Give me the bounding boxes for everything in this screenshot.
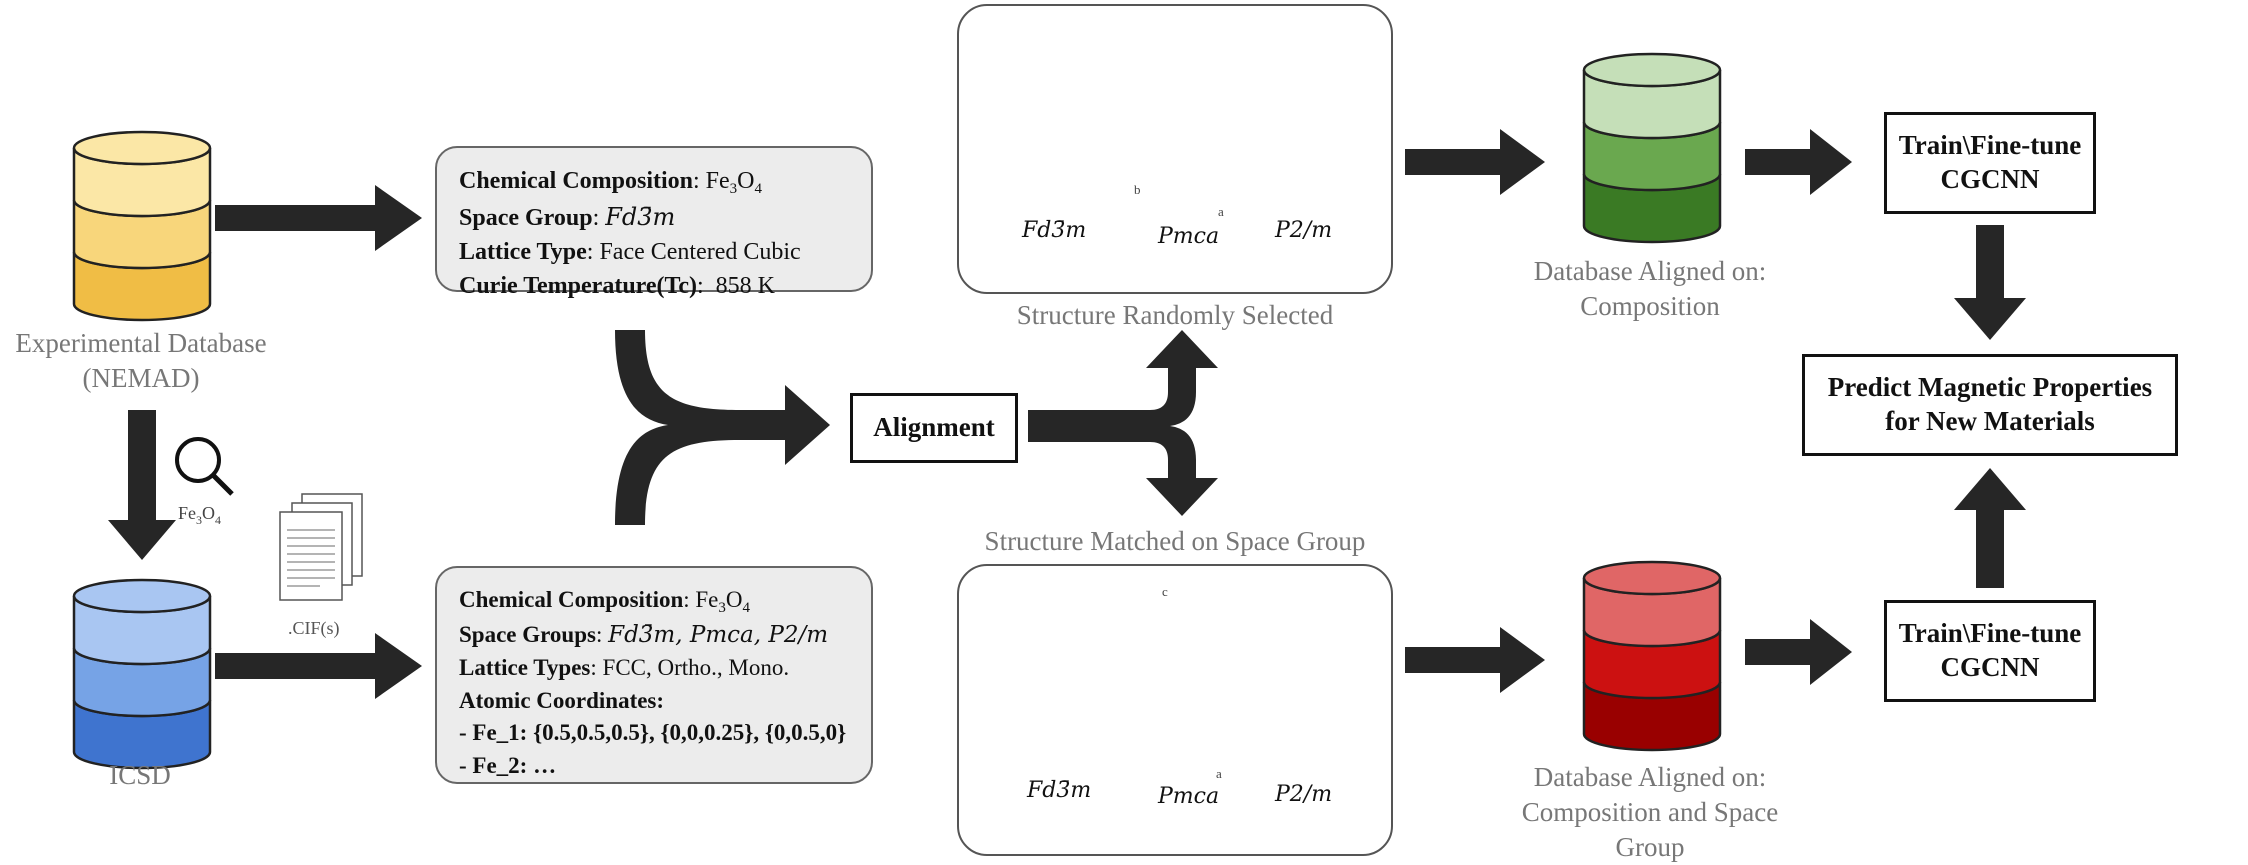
composition-aligned-database-icon [1582, 52, 1722, 244]
panel-bottom-sg-fd3m: Fd3̄m [1027, 778, 1092, 803]
cylinder-top [72, 578, 212, 614]
info-box-nemad: Chemical Composition: Fe3O4 Space Group:… [435, 146, 873, 299]
cif-documents-icon [279, 493, 363, 601]
cif-label: .CIF(s) [288, 618, 340, 638]
arrow-bottom-to-red [1405, 627, 1545, 693]
caption-db-composition: Database Aligned on: Composition [1533, 256, 1767, 322]
icsd-label: ICSD [109, 760, 171, 790]
arrow-alignment-split [1028, 330, 1218, 516]
info-box-icsd: Chemical Composition: Fe3O4 Space Groups… [435, 566, 873, 784]
caption-matched-space-group: Structure Matched on Space Group [984, 526, 1366, 556]
search-formula: Fe3O4 [178, 503, 221, 527]
arrow-top-to-green [1405, 129, 1545, 195]
nemad-label: Experimental Database (NEMAD) [15, 328, 267, 394]
arrows [108, 129, 2026, 699]
axis-label-a-bottom: a [1216, 766, 1222, 781]
cylinder-top [1582, 52, 1722, 88]
arrow-red-to-train [1745, 619, 1852, 685]
arrow-nemad-to-info [215, 185, 422, 251]
caption-random-selected: Structure Randomly Selected [1016, 300, 1334, 330]
panel-top-sg-p2m: P2/m [1275, 218, 1333, 243]
panel-bottom-sg-pmca: Pmca [1158, 784, 1220, 809]
arrow-train-bottom-to-predict [1954, 468, 2026, 588]
structure-panel-matched [957, 564, 1393, 856]
arrow-icsd-to-info [215, 633, 422, 699]
arrow-green-to-train [1745, 129, 1852, 195]
magnifier-icon [175, 437, 234, 496]
cylinder-top [1582, 560, 1722, 596]
panel-bottom-sg-p2m: P2/m [1275, 782, 1333, 807]
axis-label-b-top: b [1134, 182, 1141, 197]
nemad-database-icon [72, 130, 212, 322]
panel-top-sg-fd3m: Fd3̄m [1022, 218, 1087, 243]
panel-top-sg-pmca: Pmca [1158, 224, 1220, 249]
structure-panel-random [957, 4, 1393, 294]
caption-db-composition-spacegroup: Database Aligned on: Composition and Spa… [1521, 762, 1779, 863]
arrow-train-top-to-predict [1954, 225, 2026, 340]
alignment-box: Alignment [850, 393, 1018, 463]
composition-spacegroup-aligned-database-icon [1582, 560, 1722, 752]
icsd-database-icon [72, 578, 212, 770]
arrow-nemad-to-icsd [108, 410, 176, 560]
cylinder-top [72, 130, 212, 166]
axis-label-a-top: a [1218, 204, 1224, 219]
arrow-merge-to-alignment [615, 330, 830, 525]
axis-label-c-bottom: c [1162, 584, 1168, 599]
